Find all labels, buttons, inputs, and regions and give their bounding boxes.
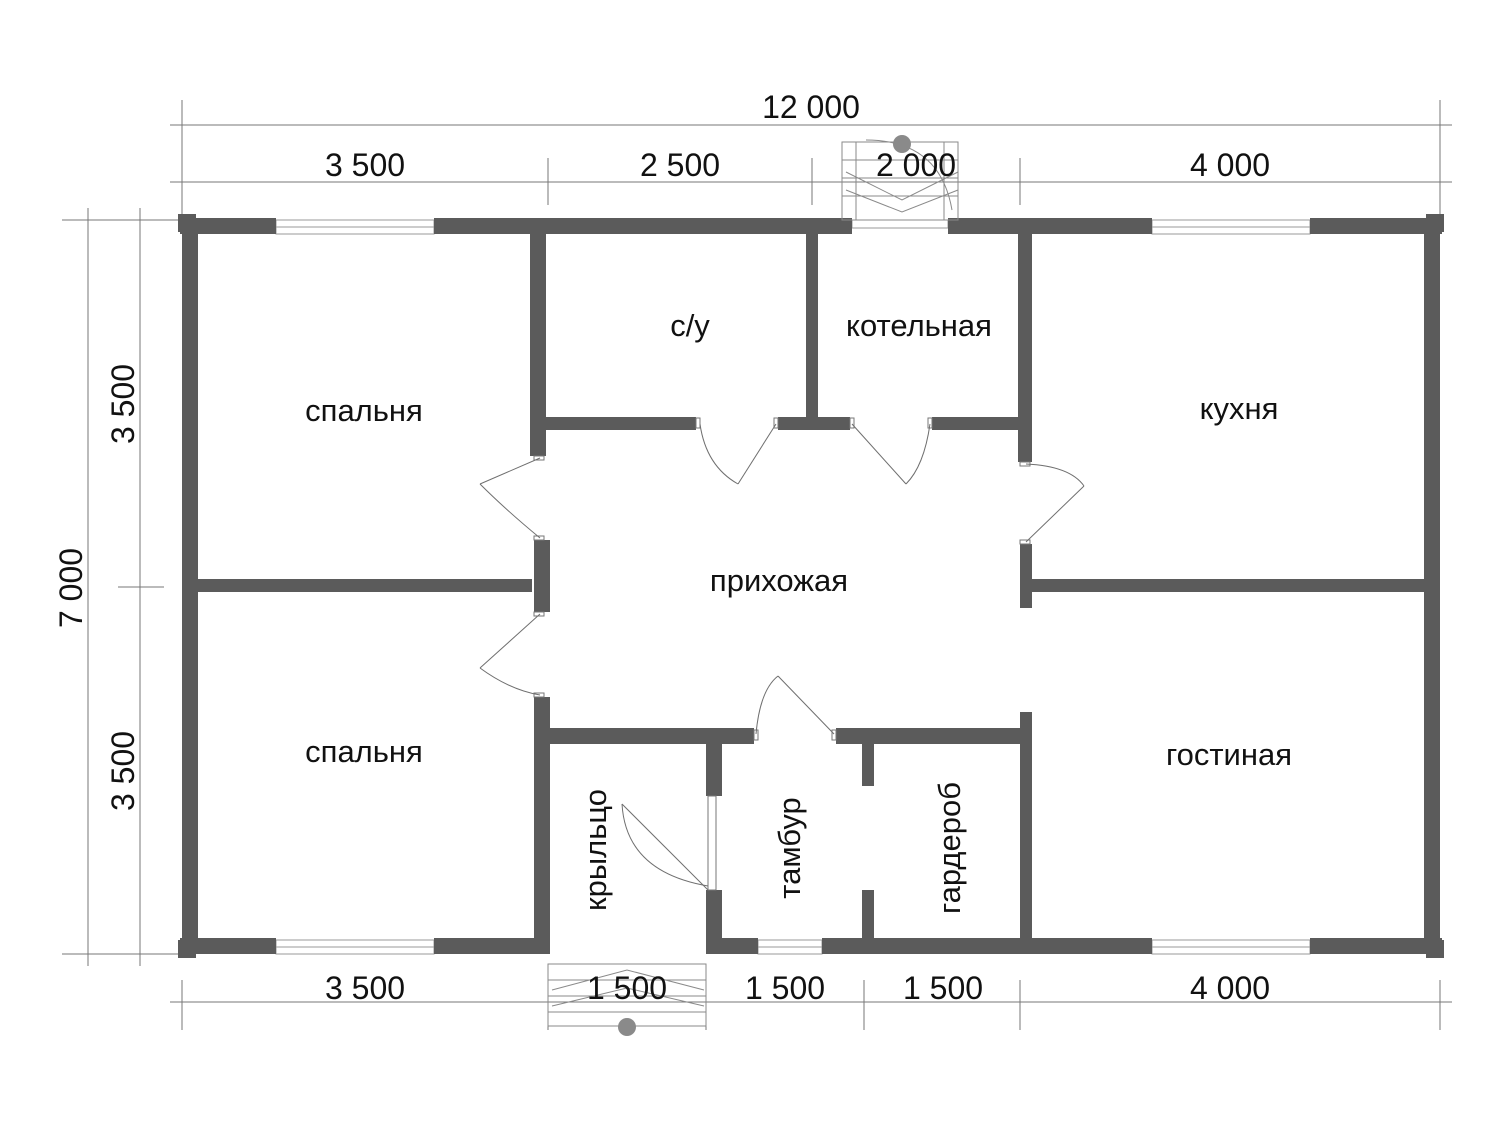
room-label-boiler-room: котельная — [846, 308, 992, 343]
dimension-left-2: 3 500 — [105, 731, 141, 811]
dimension-top-2: 2 500 — [640, 147, 720, 183]
room-label-bathroom: с/у — [670, 308, 710, 343]
dimension-bottom-2: 1 500 — [587, 970, 667, 1006]
room-labels: спальня спальня с/у котельная кухня прих… — [305, 308, 1292, 914]
dimension-labels: 12 000 3 500 2 500 2 000 4 000 3 500 1 5… — [53, 89, 1270, 1006]
dimension-bottom-1: 3 500 — [325, 970, 405, 1006]
dimension-top-4: 4 000 — [1190, 147, 1270, 183]
room-label-vestibule: тамбур — [772, 797, 807, 899]
room-label-hallway: прихожая — [710, 563, 848, 598]
room-label-bedroom-top: спальня — [305, 393, 423, 428]
room-label-bedroom-bottom: спальня — [305, 734, 423, 769]
walls — [178, 214, 1444, 958]
stair-top — [841, 135, 959, 221]
dimension-bottom-5: 4 000 — [1190, 970, 1270, 1006]
dimension-top-3: 2 000 — [876, 147, 956, 183]
dimension-lines — [62, 100, 1452, 1030]
dimension-left-1: 3 500 — [105, 364, 141, 444]
entry-point-top — [893, 135, 911, 153]
dimension-bottom-3: 1 500 — [745, 970, 825, 1006]
stair-bottom — [547, 963, 707, 1036]
doors — [479, 417, 1085, 891]
dimension-overall-width: 12 000 — [762, 89, 860, 125]
room-label-living-room: гостиная — [1166, 737, 1292, 772]
dimension-top-1: 3 500 — [325, 147, 405, 183]
room-label-wardrobe: гардероб — [932, 782, 967, 914]
dimension-overall-height: 7 000 — [53, 548, 89, 628]
dimension-bottom-4: 1 500 — [903, 970, 983, 1006]
entry-point-bottom — [618, 1018, 636, 1036]
room-label-porch: крыльцо — [578, 789, 613, 911]
windows — [275, 219, 1311, 955]
room-label-kitchen: кухня — [1200, 391, 1279, 426]
